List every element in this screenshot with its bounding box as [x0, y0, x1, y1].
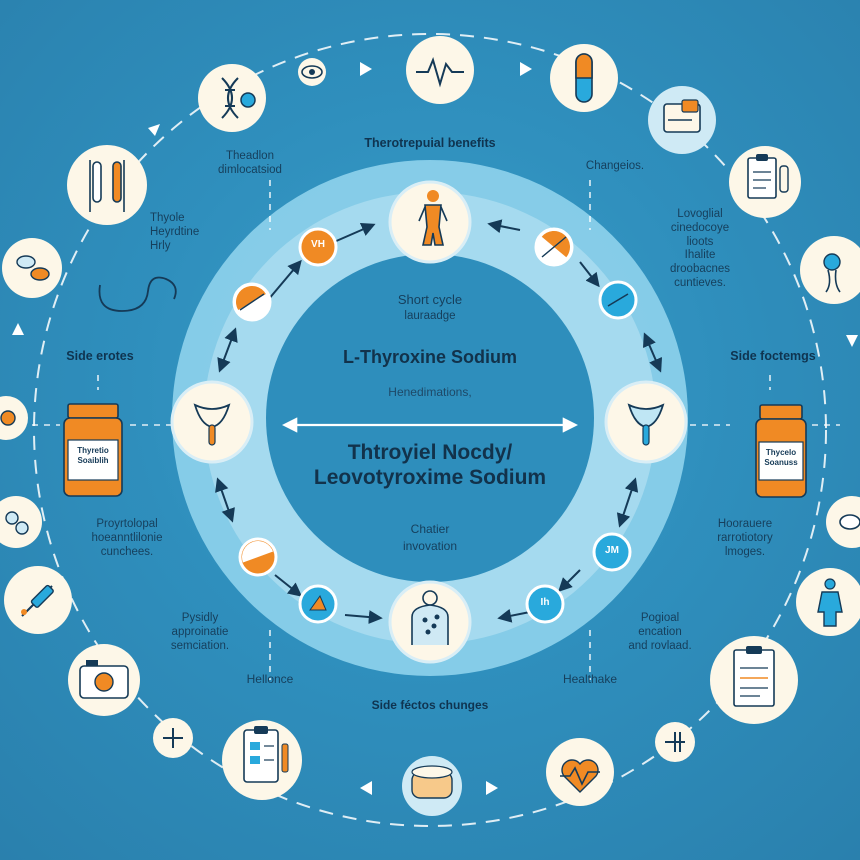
badge-label-ih: Ih — [540, 597, 550, 608]
broccoli-icon — [823, 253, 841, 293]
capsule-icon — [575, 53, 593, 103]
stethoscope — [98, 276, 177, 312]
badge-label-vh: VH — [311, 239, 325, 250]
node-center-left[interactable] — [170, 380, 254, 464]
label-therapeutic-benefits: Therotrepuial benefits — [364, 136, 496, 150]
ring-arrows — [215, 219, 663, 625]
outer-orbit — [33, 33, 827, 827]
test-tubes-icon — [89, 160, 125, 212]
person-icon — [418, 190, 448, 246]
label-hellonce: Hellonce — [246, 672, 294, 686]
heartbeat-icon — [416, 57, 464, 88]
heart-rate-icon — [560, 759, 600, 793]
node-center-bottom[interactable] — [388, 580, 472, 664]
node-pill-bottle-right[interactable] — [755, 404, 807, 498]
node-test-tubes[interactable] — [67, 145, 147, 225]
label-short-cycle-sub: lauraadge — [404, 310, 456, 322]
node-plus-right[interactable] — [655, 722, 695, 762]
node-medicine-box[interactable] — [648, 86, 716, 154]
node-report[interactable] — [710, 636, 798, 724]
node-center-right[interactable] — [604, 380, 688, 464]
badge-blue-right[interactable] — [598, 280, 638, 320]
node-dna[interactable] — [198, 64, 266, 132]
bottle-label-left: Thyretio Soaiblih — [77, 446, 109, 465]
node-plus-left[interactable] — [153, 718, 193, 758]
medicine-box-icon — [663, 99, 701, 133]
badge-label-jm: JM — [605, 545, 619, 556]
stethoscope-icon — [98, 276, 177, 312]
food-icon — [411, 765, 453, 799]
checklist-icon — [243, 726, 289, 783]
body-scan-icon — [411, 590, 449, 645]
label-side-bottom: Side féctos chunges — [371, 698, 489, 712]
node-pills-top-left[interactable] — [2, 238, 62, 298]
badge-orange-vh[interactable] — [298, 227, 338, 267]
pill-bottle-icon — [63, 403, 123, 497]
center-big-title-line1: Thtroyiel Nocdy/ — [347, 441, 513, 464]
label-thyole: Thyole Heyrdtine Hrly — [150, 212, 200, 252]
syringe-icon — [21, 584, 54, 617]
label-proy: Proyrtolopal hoeanntlilonie cunchees. — [91, 518, 163, 558]
clipboard-icon — [747, 154, 789, 199]
bottle-label-right: Thycelo Soanuss — [764, 448, 798, 467]
plus-icon — [665, 732, 685, 752]
camera-icon — [79, 660, 129, 699]
pill-bottle-icon — [755, 404, 807, 498]
badge-half-orange-left[interactable] — [230, 280, 272, 322]
label-chatter-sub: invovation — [402, 539, 458, 553]
label-pysi: Pysidly approinatie semciation. — [170, 612, 230, 652]
label-chatter: Chatier — [410, 522, 450, 536]
node-pill-bottle-left[interactable] — [63, 403, 123, 497]
report-icon — [733, 646, 775, 707]
node-heart-rate[interactable] — [546, 738, 614, 806]
node-capsule[interactable] — [550, 44, 618, 112]
plus-icon — [163, 728, 183, 748]
badge-orange-lower-left[interactable] — [237, 536, 278, 577]
node-camera[interactable] — [68, 644, 140, 716]
node-eye[interactable] — [298, 58, 326, 86]
label-side-left: Side erotes — [66, 349, 134, 363]
label-hoor: Hoorauere rarrotiotory lmoges. — [717, 518, 773, 558]
node-ear[interactable] — [0, 396, 28, 440]
thyroid-gland-icon — [193, 403, 231, 446]
thyroid-gland-icon — [627, 403, 665, 446]
guide-lines — [20, 180, 840, 680]
label-short-cycle: Short cycle — [397, 292, 463, 307]
node-pills-left[interactable] — [0, 496, 42, 548]
node-broccoli[interactable] — [800, 236, 860, 304]
node-person-right[interactable] — [796, 568, 860, 636]
eye-icon — [301, 65, 323, 79]
badge-half-orange-right[interactable] — [534, 224, 577, 267]
center-title: L-Thyroxine Sodium — [342, 347, 517, 367]
center-big-title: Thtroyiel Nocdy/ Leovotyroxime Sodium — [230, 440, 630, 490]
ear-icon — [0, 410, 16, 426]
pills-icon — [5, 511, 29, 535]
node-clipboard[interactable] — [729, 146, 801, 218]
person-icon — [817, 578, 843, 627]
label-healthake: Healthake — [562, 672, 618, 686]
center-big-title-line2: Leovotyroxime Sodium — [313, 466, 547, 490]
tablet-icon — [839, 514, 860, 530]
label-pogi: Pogioal encation and rovlaad. — [628, 612, 692, 652]
pills-icon — [16, 255, 50, 281]
node-syringe[interactable] — [4, 566, 72, 634]
node-center-top[interactable] — [388, 180, 472, 264]
badge-blue-lower-left[interactable] — [298, 584, 338, 624]
label-changes: Changeios. — [585, 160, 645, 172]
node-checklist[interactable] — [222, 720, 302, 800]
label-side-right: Side foctemgs — [730, 349, 816, 363]
node-food[interactable] — [402, 756, 462, 816]
center-subtitle: Henedimations, — [388, 385, 472, 399]
label-lovolial: Lovoglial cinedocoye lioots Ihalite droo… — [669, 208, 731, 289]
dna-icon — [221, 77, 239, 119]
node-heartbeat[interactable] — [406, 36, 474, 104]
blue-dot-icon — [240, 92, 256, 108]
orbit-arrows — [12, 62, 858, 795]
badge-blue-ih[interactable] — [525, 584, 565, 624]
node-tablet-right[interactable] — [826, 496, 860, 548]
label-theadlon: Theadlon dimlocatsiod — [218, 150, 282, 176]
badge-blue-jm[interactable] — [592, 532, 632, 572]
